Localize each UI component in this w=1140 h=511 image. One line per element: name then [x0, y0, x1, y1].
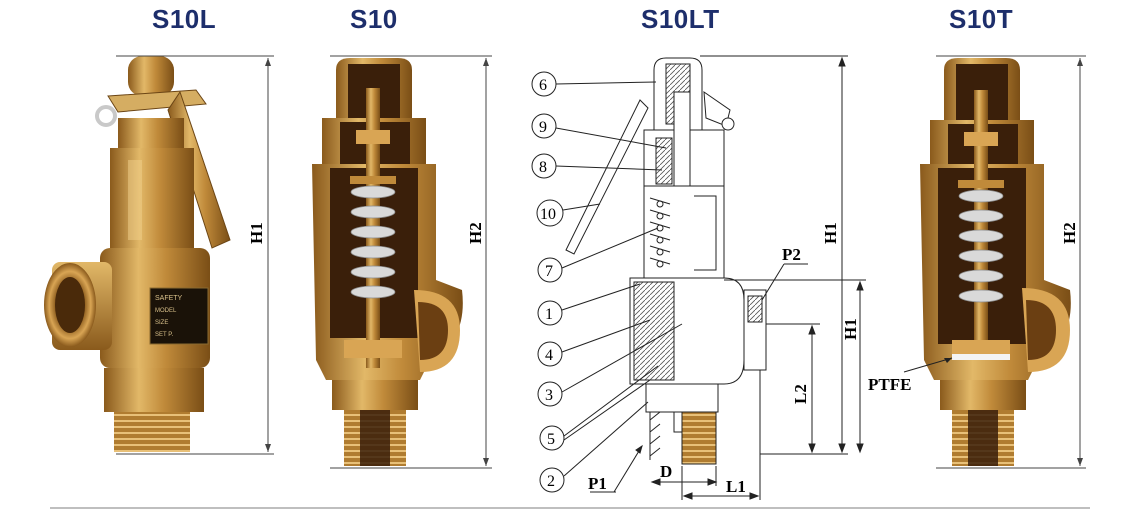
s10lt-callout-labels: 6 9 8 10 7 1 4 3 5 2 — [539, 77, 556, 490]
callout-2: 2 — [547, 473, 555, 490]
title-s10: S10 — [350, 4, 398, 34]
callout-6: 6 — [539, 77, 547, 94]
valve-s10l: SAFETY MODEL SIZE SET P. H1 — [44, 55, 274, 455]
callout-10: 10 — [540, 206, 556, 223]
valve-s10: H2 — [312, 55, 492, 469]
callout-5: 5 — [547, 431, 555, 448]
dim-h1-s10lt-lower: H1 — [841, 318, 860, 340]
callout-9: 9 — [539, 119, 547, 136]
label-p1: P1 — [588, 474, 607, 493]
valve-s10t — [903, 55, 1086, 469]
nameplate-line4: SET P. — [155, 332, 173, 338]
label-d: D — [660, 462, 672, 481]
dim-h1-s10lt-upper: H1 — [821, 222, 840, 244]
nameplate-line1: SAFETY — [155, 295, 183, 302]
callout-7: 7 — [545, 263, 553, 280]
nameplate-line3: SIZE — [155, 320, 168, 326]
title-s10t: S10T — [949, 4, 1014, 34]
label-p2: P2 — [782, 245, 801, 264]
callout-4: 4 — [545, 347, 553, 364]
nameplate-line2: MODEL — [155, 308, 177, 314]
callout-8: 8 — [539, 159, 547, 176]
dim-h1-s10l: H1 — [247, 222, 266, 244]
dim-l2-s10lt: L2 — [791, 384, 810, 404]
label-ptfe: PTFE — [868, 375, 911, 394]
callout-3: 3 — [545, 387, 553, 404]
title-s10lt: S10LT — [641, 4, 720, 34]
callout-1: 1 — [545, 306, 553, 323]
label-l1: L1 — [726, 477, 746, 496]
dim-h2-s10t: H2 — [1060, 222, 1079, 244]
dim-h2-s10: H2 — [466, 222, 485, 244]
title-s10l: S10L — [152, 4, 217, 34]
valve-s10lt — [531, 55, 866, 500]
